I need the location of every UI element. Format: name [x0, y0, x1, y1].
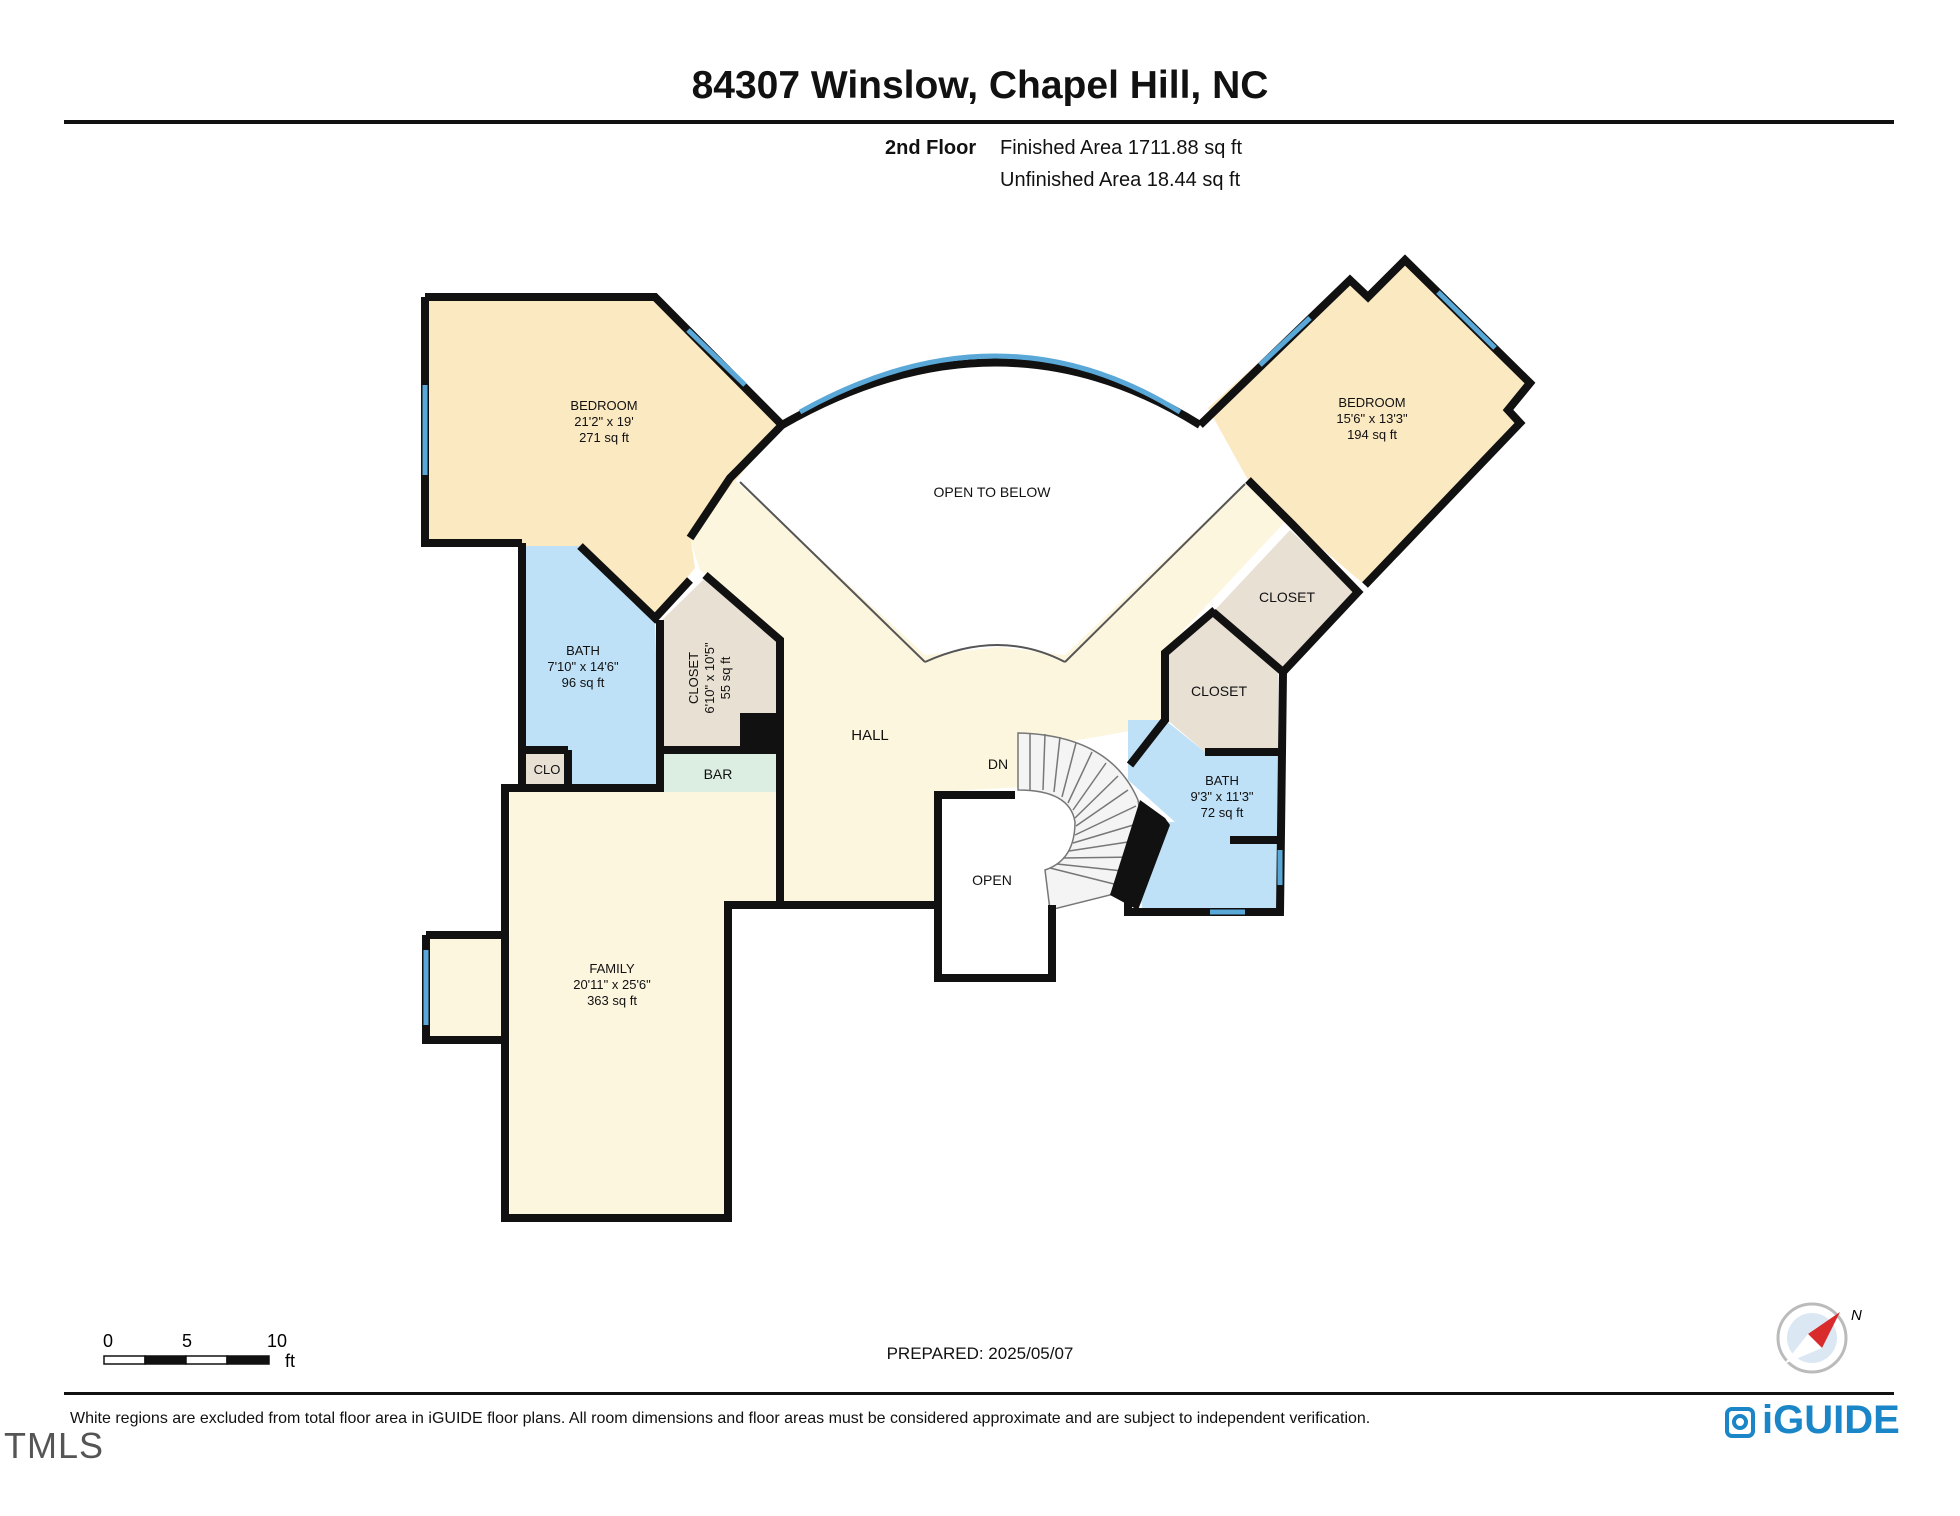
open-to-below-edge [739, 481, 926, 663]
bath-2-area: 72 sq ft [1201, 805, 1244, 820]
wall-block [1110, 800, 1170, 910]
closet-1-fill [662, 578, 780, 750]
stair-tread [1072, 822, 1141, 844]
family-dims: 20'11" x 25'6" [573, 977, 651, 992]
stair-tread [1061, 742, 1077, 798]
wall [934, 791, 1015, 905]
bedroom-2-dims: 15'6" x 13'3" [1336, 411, 1408, 426]
bath-2-name: BATH [1205, 773, 1239, 788]
bath-1-dims: 7'10" x 14'6" [547, 659, 619, 674]
stair-tread [1075, 789, 1129, 827]
hall-label: HALL [851, 727, 889, 744]
wall [686, 422, 785, 541]
finished-area: Finished Area 1711.88 sq ft [1000, 137, 1243, 159]
windows [422, 290, 1497, 1025]
prepared-date: PREPARED: 2025/05/07 [886, 1344, 1074, 1363]
compass-icon: N [1776, 1302, 1862, 1374]
bedroom-1-area: 271 sq ft [579, 430, 629, 445]
scale-bar: 0 5 10 ft [103, 1331, 295, 1371]
bath-2-dims: 9'3" x 11'3" [1190, 789, 1253, 804]
wall-block [740, 713, 778, 750]
open-to-below-curve [924, 644, 1066, 663]
wall-curve [780, 358, 1203, 429]
closet-2-fill [1215, 530, 1358, 672]
open-to-below-edge [1064, 483, 1246, 663]
clo-label: CLO [534, 762, 561, 777]
bedroom-1-fill [425, 297, 782, 618]
wall [1210, 608, 1286, 676]
bedroom-2-name: BEDROOM [1338, 395, 1405, 410]
window [1436, 290, 1497, 350]
wall [702, 571, 784, 905]
bedroom-1-dims: 21'2" x 19' [574, 414, 633, 429]
logo-frame [1725, 1407, 1755, 1438]
family-area: 363 sq ft [587, 993, 637, 1008]
wall [421, 297, 522, 547]
stair-tread [1067, 751, 1093, 804]
stair-tread [1072, 762, 1107, 811]
stair-tread [1049, 867, 1123, 887]
floor-label: 2nd Floor [885, 137, 977, 159]
bar-label: BAR [704, 766, 733, 782]
open-label: OPEN [972, 872, 1012, 888]
stair-tread [1053, 736, 1061, 793]
scale-segment [226, 1355, 270, 1365]
family-room-fill [426, 792, 780, 1218]
wall [501, 543, 1056, 1222]
hall-fill [690, 480, 1285, 905]
bedroom-1-name: BEDROOM [570, 398, 637, 413]
window [798, 353, 1182, 415]
stair-tread [1074, 775, 1119, 819]
watermark: TMLS [4, 1425, 105, 1466]
room-labels: BEDROOM 21'2" x 19' 271 sq ft BEDROOM 15… [534, 395, 1408, 1008]
bar-fill [662, 752, 777, 792]
unfinished-area: Unfinished Area 18.44 sq ft [1000, 169, 1241, 191]
closet-3-label: CLOSET [1191, 683, 1247, 699]
closet-1-name: CLOSET [686, 652, 701, 704]
disclaimer-text: White regions are excluded from total fl… [70, 1410, 1371, 1427]
logo-lens [1732, 1414, 1748, 1430]
scale-tick-10: 10 [267, 1331, 287, 1351]
clo-fill [524, 750, 569, 786]
iguide-logo-icon [1725, 1407, 1755, 1438]
bath-1-area: 96 sq ft [562, 675, 605, 690]
footer-divider [64, 1392, 1894, 1395]
wall [1126, 606, 1218, 768]
closet-2-label: CLOSET [1259, 589, 1315, 605]
window [1258, 316, 1312, 367]
window [686, 328, 747, 387]
compass-north-letter: N [1851, 1307, 1862, 1324]
open-to-below-outline [739, 481, 1246, 663]
compass-needle-south [1784, 1334, 1822, 1364]
wall [577, 543, 693, 624]
title-divider [64, 120, 1894, 124]
stair-tread [1074, 805, 1137, 836]
family-name: FAMILY [589, 961, 635, 976]
closet-1-dims: 6'10" x 10'5" [702, 642, 717, 714]
bath-1-name: BATH [566, 643, 600, 658]
compass-needle-north [1808, 1312, 1840, 1348]
bath-2-fill [1128, 720, 1278, 912]
bedroom-2-area: 194 sq ft [1347, 427, 1397, 442]
down-label: DN [988, 756, 1008, 772]
scale-tick-5: 5 [182, 1331, 192, 1351]
brand-logo-text: iGUIDE [1762, 1398, 1900, 1442]
scale-unit: ft [285, 1351, 295, 1371]
closet-1-area: 55 sq ft [718, 656, 733, 699]
stair-tread [1042, 733, 1046, 791]
scale-tick-0: 0 [103, 1331, 113, 1351]
page-title: 84307 Winslow, Chapel Hill, NC [691, 64, 1269, 107]
open-to-below-label: OPEN TO BELOW [934, 484, 1052, 500]
bath-1-fill [524, 546, 660, 788]
